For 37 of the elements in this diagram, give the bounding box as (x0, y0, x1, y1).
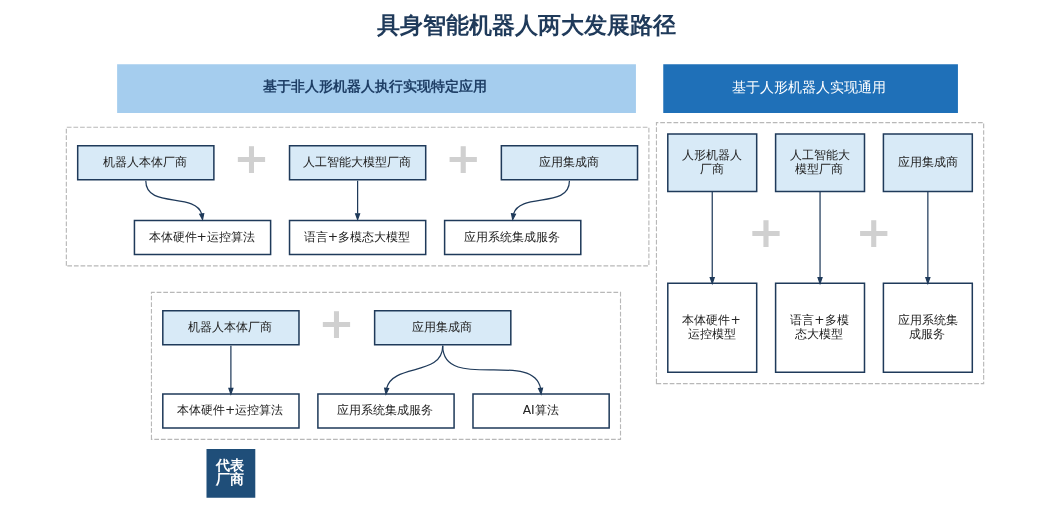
cluster (150, 291, 622, 440)
arrow (817, 191, 823, 286)
node-box: 机器人本体厂商 (162, 310, 300, 346)
node-box: AI算法 (472, 393, 610, 429)
node-box: 基于非人形机器人执行实现特定应用 (117, 64, 636, 113)
node-box: 人工智能大模型厂商 (774, 133, 866, 193)
arrow (228, 345, 234, 396)
cluster (65, 126, 650, 267)
node-box: 应用系统集成服务 (882, 282, 974, 373)
node-box: 本体硬件+运控算法 (162, 393, 300, 429)
label: + (233, 132, 270, 183)
node-box: 本体硬件+运控模型 (667, 282, 758, 373)
arrow (145, 180, 205, 222)
node-box: 应用系统集成服务 (443, 219, 582, 256)
node-box: 基于人形机器人实现通用 (663, 64, 958, 113)
node-box: 应用集成商 (500, 145, 639, 181)
node-box: 本体硬件+运控算法 (133, 219, 272, 256)
label: + (318, 297, 355, 348)
arrow (925, 191, 931, 286)
node-box: 语言+多模态大模型 (774, 282, 866, 373)
diagram-title: 具身智能机器人两大发展路径 (377, 11, 676, 38)
arrow (709, 191, 716, 286)
node-box: 应用集成商 (373, 310, 512, 346)
arrow (510, 180, 571, 222)
label: + (747, 207, 785, 258)
node-box: 人工智能大模型厂商 (288, 145, 427, 181)
label: + (855, 207, 892, 258)
node-box: 语言+多模态大模型 (288, 219, 427, 256)
node-box: 人形机器人厂商 (667, 133, 758, 193)
node-box: 应用系统集成服务 (317, 393, 455, 429)
node-box: 应用集成商 (882, 133, 974, 193)
node-box: 代表厂商 (206, 449, 256, 498)
cluster (655, 122, 985, 385)
label: + (445, 132, 482, 183)
node-box: 机器人本体厂商 (76, 145, 215, 181)
arrow (354, 180, 361, 222)
arrow (442, 345, 544, 396)
